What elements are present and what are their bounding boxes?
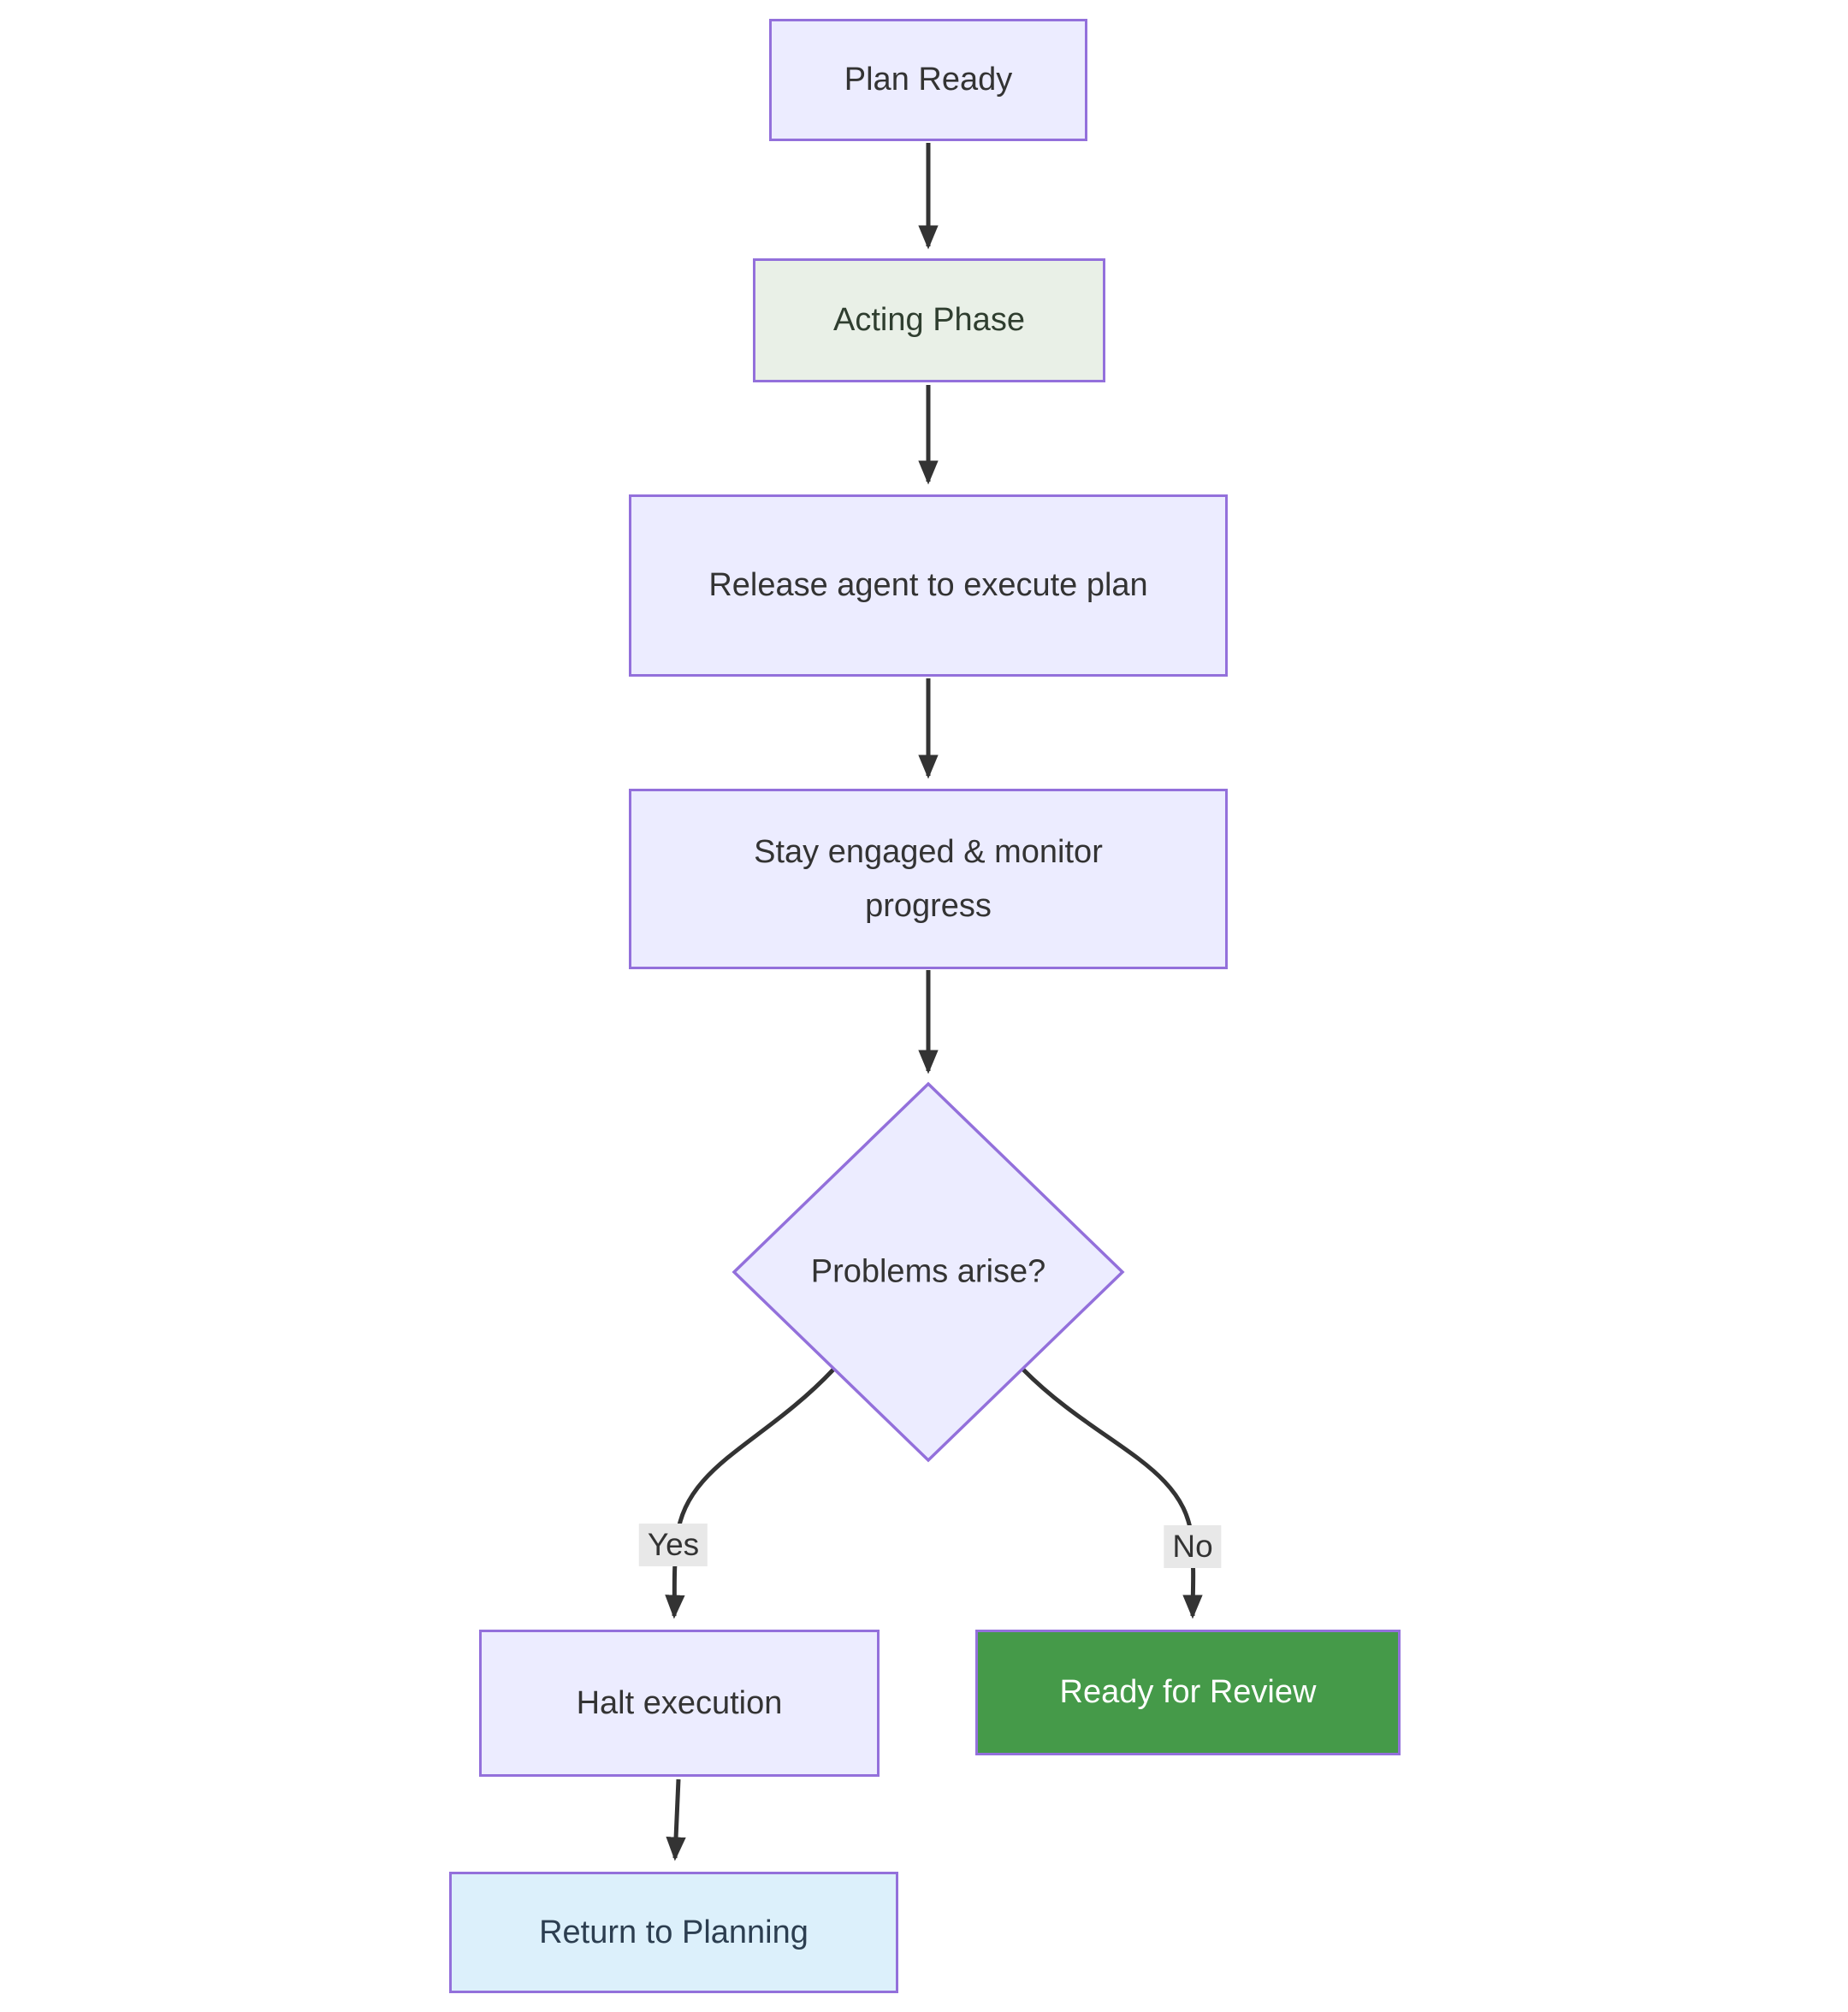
node-return-to-planning: Return to Planning [449,1872,898,1993]
edge-decision-no-to-review [1022,1368,1203,1619]
node-ready-for-review-label: Ready for Review [1059,1674,1317,1711]
node-return-to-planning-label: Return to Planning [539,1914,808,1950]
edge-halt-to-return [666,1778,686,1861]
node-halt-execution-label: Halt execution [576,1684,783,1721]
node-release-agent: Release agent to execute plan [629,494,1228,677]
edge-decision-yes-to-halt [665,1368,835,1619]
node-release-agent-label: Release agent to execute plan [708,567,1148,604]
node-problems-arise-label: Problems arise? [810,1253,1046,1290]
edge-label-yes: Yes [638,1524,708,1566]
node-stay-engaged: Stay engaged & monitor progress [629,789,1228,969]
node-ready-for-review: Ready for Review [975,1630,1401,1755]
node-halt-execution: Halt execution [479,1630,880,1777]
node-stay-engaged-label: Stay engaged & monitor progress [754,833,1103,924]
node-plan-ready-label: Plan Ready [844,62,1013,98]
node-plan-ready: Plan Ready [769,19,1087,141]
node-acting-phase-label: Acting Phase [833,302,1025,339]
decision-diamond-problems-arise [732,1081,1125,1463]
node-acting-phase: Acting Phase [753,258,1105,382]
edge-label-no: No [1164,1525,1222,1568]
